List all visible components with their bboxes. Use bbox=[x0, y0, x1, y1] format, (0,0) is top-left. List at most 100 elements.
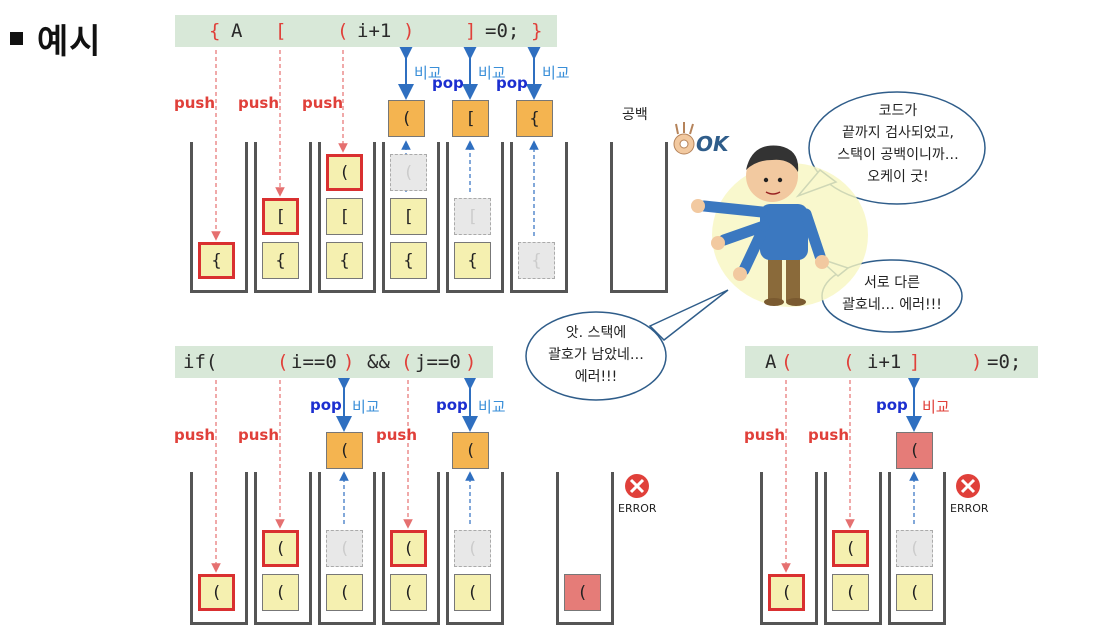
section-title: 예시 bbox=[10, 14, 102, 63]
empty-label: 공백 bbox=[622, 107, 648, 123]
stack-item: ( bbox=[454, 574, 491, 611]
pop-label: pop bbox=[876, 396, 908, 414]
stack-container bbox=[382, 472, 440, 625]
stack-item: ( bbox=[326, 574, 363, 611]
token: if( bbox=[183, 351, 218, 373]
stack-item: ( bbox=[832, 530, 869, 567]
token: i==0 bbox=[291, 351, 337, 373]
stack-item-ghost: ( bbox=[454, 530, 491, 567]
stack-item: ( bbox=[390, 530, 427, 567]
pop-label: pop bbox=[496, 74, 528, 92]
compare-label: 비교 bbox=[352, 398, 380, 416]
token: ) bbox=[403, 20, 415, 42]
token: ] bbox=[909, 351, 921, 373]
bubble-line: 앗. 스택에 bbox=[565, 325, 627, 341]
error-icon-ex2 bbox=[625, 474, 649, 498]
expression-bar-ex2: if( ( i==0 ) && ( j==0 ) bbox=[175, 346, 493, 378]
leftover-stack-item: ( bbox=[564, 574, 601, 611]
stack-item: { bbox=[198, 242, 235, 279]
character-illustration bbox=[691, 145, 868, 307]
compare-label: 비교 bbox=[542, 64, 570, 82]
token-close: ) bbox=[465, 351, 477, 373]
pop-label: pop bbox=[432, 74, 464, 92]
stack-item-ghost: { bbox=[518, 242, 555, 279]
token: i+1 bbox=[357, 20, 392, 42]
expression-bar-ex3: A ( ( i+1 ] ) =0; bbox=[745, 346, 1038, 378]
stack-item: ( bbox=[768, 574, 805, 611]
stack-item-ghost: ( bbox=[326, 530, 363, 567]
token: [ bbox=[275, 20, 287, 42]
stack-item: ( bbox=[390, 574, 427, 611]
stack-container bbox=[382, 142, 440, 293]
stack-item-ghost: [ bbox=[454, 198, 491, 235]
empty-stack-container bbox=[610, 142, 668, 293]
push-label: push bbox=[238, 94, 280, 112]
stack-item: ( bbox=[262, 574, 299, 611]
token: =0; bbox=[987, 351, 1022, 373]
title-text: 예시 bbox=[37, 22, 102, 62]
bubble-text-remaining: 앗. 스택에 괄호가 남았네… 에러!!! bbox=[526, 322, 666, 388]
stack-container bbox=[318, 142, 376, 293]
token-open: ( bbox=[277, 351, 289, 373]
error-icon-ex3 bbox=[956, 474, 980, 498]
compare-label: 비교 bbox=[478, 398, 506, 416]
bubble-text-mismatch: 서로 다른 괄호네… 에러!!! bbox=[822, 272, 962, 316]
stack-container bbox=[318, 472, 376, 625]
token: ] bbox=[465, 20, 477, 42]
stack-container bbox=[446, 472, 504, 625]
push-label: push bbox=[808, 426, 850, 444]
stack-item: { bbox=[454, 242, 491, 279]
popped-bracket-box: [ bbox=[452, 100, 489, 137]
stack-container bbox=[888, 472, 946, 625]
mismatched-paren-box: ( bbox=[896, 432, 933, 469]
push-label: push bbox=[744, 426, 786, 444]
stack-item: { bbox=[262, 242, 299, 279]
token: A bbox=[765, 351, 777, 373]
stack-item: [ bbox=[390, 198, 427, 235]
token: ) bbox=[971, 351, 983, 373]
token: } bbox=[531, 20, 543, 42]
token: ( bbox=[843, 351, 855, 373]
compare-label: 비교 bbox=[478, 64, 506, 82]
push-label: push bbox=[174, 426, 216, 444]
bubble-line: 괄호네… 에러!!! bbox=[842, 297, 942, 313]
stack-container bbox=[446, 142, 504, 293]
stack-container bbox=[254, 142, 312, 293]
token-open: ( bbox=[401, 351, 413, 373]
stack-item: ( bbox=[326, 154, 363, 191]
compare-label: 비교 bbox=[414, 64, 442, 82]
push-label: push bbox=[376, 426, 418, 444]
popped-brace-box: { bbox=[516, 100, 553, 137]
title-bullet bbox=[10, 32, 23, 45]
error-label: ERROR bbox=[950, 502, 989, 515]
bubble-line: 오케이 굿! bbox=[867, 169, 929, 185]
stack-item: ( bbox=[198, 574, 235, 611]
token-open: ( bbox=[781, 351, 793, 373]
token: i+1 bbox=[867, 351, 902, 373]
token: && bbox=[367, 351, 390, 373]
push-label: push bbox=[238, 426, 280, 444]
speech-bubble-remaining bbox=[525, 289, 729, 401]
stack-item-ghost: ( bbox=[896, 530, 933, 567]
stack-item: { bbox=[390, 242, 427, 279]
bubble-line: 에러!!! bbox=[574, 369, 618, 385]
token: =0; bbox=[485, 20, 520, 42]
error-label: ERROR bbox=[618, 502, 657, 515]
stack-container bbox=[824, 472, 882, 625]
stack-container bbox=[254, 472, 312, 625]
popped-paren-box: ( bbox=[326, 432, 363, 469]
pop-label: pop bbox=[310, 396, 342, 414]
expression-bar-ex1: { A [ ( i+1 ) ] =0; } bbox=[175, 15, 557, 47]
stack-container bbox=[510, 142, 568, 293]
push-label: push bbox=[174, 94, 216, 112]
bubble-line: 스택이 공백이니까… bbox=[837, 147, 959, 163]
token: { bbox=[209, 20, 221, 42]
bubble-text-ok: 코드가 끝까지 검사되었고, 스택이 공백이니까… 오케이 굿! bbox=[812, 100, 984, 188]
stack-item: [ bbox=[326, 198, 363, 235]
stack-item: { bbox=[326, 242, 363, 279]
stack-container bbox=[760, 472, 818, 625]
token: A bbox=[231, 20, 243, 42]
stack-container bbox=[556, 472, 614, 625]
stack-item: [ bbox=[262, 198, 299, 235]
